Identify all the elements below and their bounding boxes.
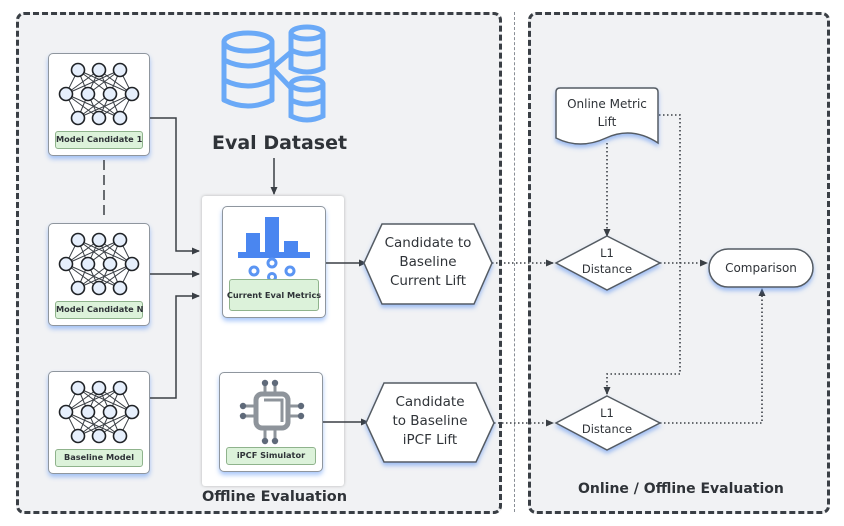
nn-node (80, 86, 96, 102)
nn-node (91, 110, 107, 126)
l1-bottom-to-comparison-arrow (660, 288, 766, 424)
nn-node (112, 110, 128, 126)
nn-node (102, 86, 118, 102)
nn-node (112, 280, 128, 296)
nn-edge (65, 239, 121, 265)
online-metric-lift-document (555, 87, 659, 145)
neural-network-icon (58, 380, 140, 444)
ipcf-simulator-label: iPCF Simulator (226, 447, 316, 465)
nn-node (70, 232, 86, 248)
nn-node (80, 404, 96, 420)
candidate1-to-metrics-arrow (150, 117, 200, 255)
nn-edge (77, 411, 133, 437)
model-candidate-1-card[interactable]: Model Candidate 1 (48, 53, 150, 156)
ipcf-simulator-card[interactable]: iPCF Simulator (219, 372, 323, 472)
nn-edge (77, 263, 133, 289)
baseline-model-label: Baseline Model (55, 449, 143, 467)
comparison-terminator (708, 248, 814, 288)
nn-edge (65, 387, 121, 413)
nn-node (102, 256, 118, 272)
nn-node (91, 62, 107, 78)
model-candidate-n-label: Model Candidate N (55, 301, 143, 319)
nn-node (91, 380, 107, 396)
l1-distance-top-diamond (554, 235, 662, 291)
nn-node (70, 380, 86, 396)
database-icon (221, 24, 326, 123)
bar-chart-icon (238, 217, 310, 279)
nn-node (124, 86, 140, 102)
nn-edge (65, 69, 121, 95)
current-lift-label: Candidate to Baseline Current Lift (384, 235, 472, 289)
l1-distance-bottom-label: L1 Distance (581, 406, 633, 436)
nn-node (70, 280, 86, 296)
online-metric-lift-label: Online Metric Lift (567, 97, 647, 129)
current-eval-metrics-card[interactable]: Current Eval Metrics (222, 206, 326, 318)
neural-network-icon (58, 62, 140, 126)
baseline-model-card[interactable]: Baseline Model (48, 371, 150, 474)
nn-node (70, 62, 86, 78)
nn-node (112, 62, 128, 78)
section-divider (514, 12, 515, 512)
ipcf-lift-label: Candidate to Baseline iPCF Lift (392, 394, 468, 448)
nn-node (102, 404, 118, 420)
nn-node (91, 232, 107, 248)
nn-edge (77, 93, 133, 119)
model-candidate-1-label: Model Candidate 1 (55, 131, 143, 149)
ipcf-lift-hexagon (365, 382, 495, 463)
nn-node (58, 256, 74, 272)
eval-dataset-label: Eval Dataset (212, 132, 348, 154)
nn-node (124, 404, 140, 420)
current-eval-metrics-label: Current Eval Metrics (227, 279, 321, 311)
nn-node (112, 428, 128, 444)
baseline-to-metrics-arrow (150, 292, 200, 399)
nn-node (58, 86, 74, 102)
nn-node (80, 256, 96, 272)
chip-icon (239, 379, 305, 445)
comparison-label: Comparison (725, 261, 797, 275)
nn-node (58, 404, 74, 420)
nn-node (91, 280, 107, 296)
l1-distance-top-label: L1 Distance (581, 246, 633, 276)
online-offline-evaluation-title: Online / Offline Evaluation (578, 481, 784, 497)
nn-node (70, 110, 86, 126)
offline-evaluation-title: Offline Evaluation (202, 489, 348, 505)
neural-network-icon (58, 232, 140, 296)
nn-node (70, 428, 86, 444)
nn-node (112, 232, 128, 248)
l1-distance-bottom-diamond (554, 395, 662, 451)
nn-node (91, 428, 107, 444)
nn-node (112, 380, 128, 396)
current-lift-hexagon (363, 223, 493, 305)
nn-node (124, 256, 140, 272)
online-lift-to-l1-bottom-arrow (603, 114, 681, 395)
model-candidate-n-card[interactable]: Model Candidate N (48, 223, 150, 326)
